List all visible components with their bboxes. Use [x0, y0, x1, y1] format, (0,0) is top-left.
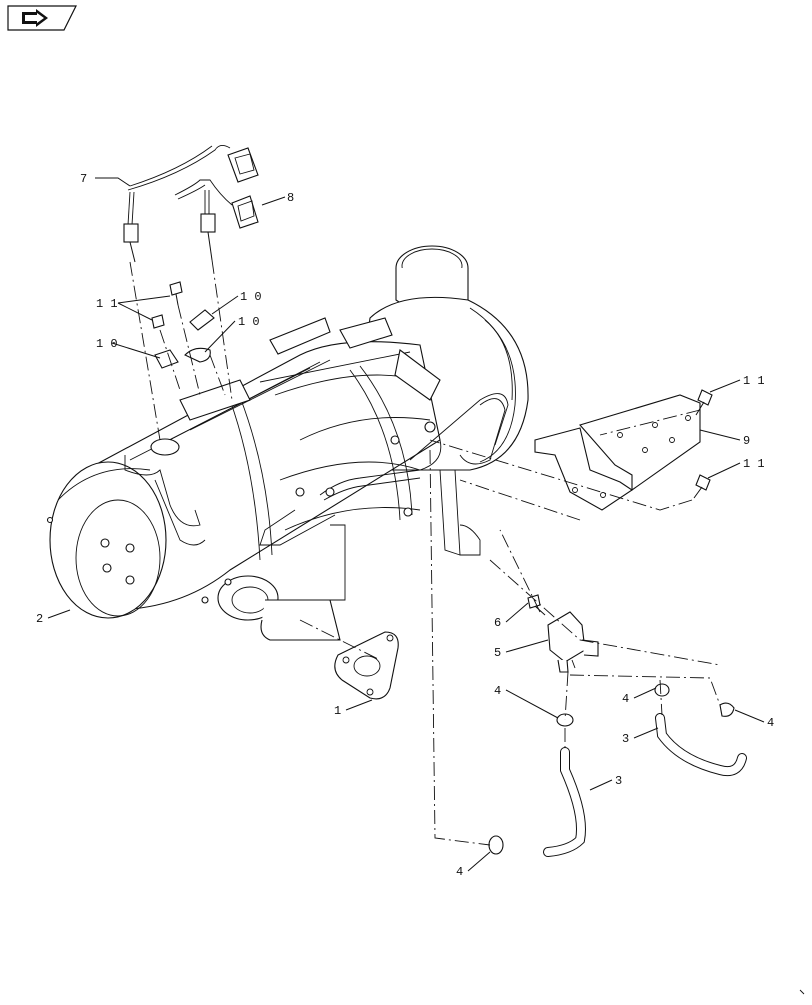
clip-part-10-a [189, 309, 215, 331]
callout-6: 6 [494, 616, 501, 630]
bracket-part-9 [534, 394, 701, 511]
bolt-part-6 [527, 594, 546, 616]
callout-4: 4 [494, 684, 501, 698]
pressure-sensor-part-5 [547, 611, 599, 673]
callout-11: 1 1 [96, 297, 118, 311]
callout-4: 4 [456, 865, 463, 879]
callout-labels: 7 8 1 1 1 0 1 0 1 0 1 1 9 1 1 2 6 5 4 4 … [36, 172, 774, 879]
callout-7: 7 [80, 172, 87, 186]
connector-8 [231, 195, 259, 229]
bolt-part-11-sensor-a [169, 281, 183, 306]
hose-part-3-lower [543, 747, 586, 857]
bolt-part-11-sensor-b [151, 314, 165, 329]
assembly-lines [129, 259, 721, 846]
callout-10: 1 0 [240, 290, 262, 304]
bolt-part-11-upper [695, 389, 713, 416]
nav-tab[interactable] [7, 5, 77, 31]
corner-mark [799, 989, 805, 995]
callout-8: 8 [287, 191, 294, 205]
temperature-sensor-part-7 [123, 145, 259, 263]
hose-part-3-upper [655, 713, 747, 777]
clamp-part-4-c [719, 702, 735, 717]
callout-10: 1 0 [96, 337, 118, 351]
callout-4: 4 [767, 716, 774, 730]
callout-11: 1 1 [743, 457, 765, 471]
bolt-part-11-lower [693, 474, 711, 499]
callout-4: 4 [622, 692, 629, 706]
callout-10: 1 0 [238, 315, 260, 329]
callout-3: 3 [615, 774, 622, 788]
callout-11: 1 1 [743, 374, 765, 388]
temperature-sensor-part-8 [174, 179, 259, 261]
leader-lines [47, 177, 765, 872]
clamp-part-4-b [654, 683, 670, 697]
callout-2: 2 [36, 612, 43, 626]
gasket-part-1 [334, 631, 399, 700]
arrow-icon [22, 9, 48, 27]
clamp-part-4-d [488, 835, 504, 855]
callout-5: 5 [494, 646, 501, 660]
callout-1: 1 [334, 704, 341, 718]
callout-9: 9 [743, 434, 750, 448]
callout-3: 3 [622, 732, 629, 746]
clip-part-10-b [184, 347, 211, 363]
clip-part-10-c [154, 349, 179, 369]
exhaust-aftertreatment-assembly [46, 245, 529, 641]
connector-7 [227, 147, 259, 183]
